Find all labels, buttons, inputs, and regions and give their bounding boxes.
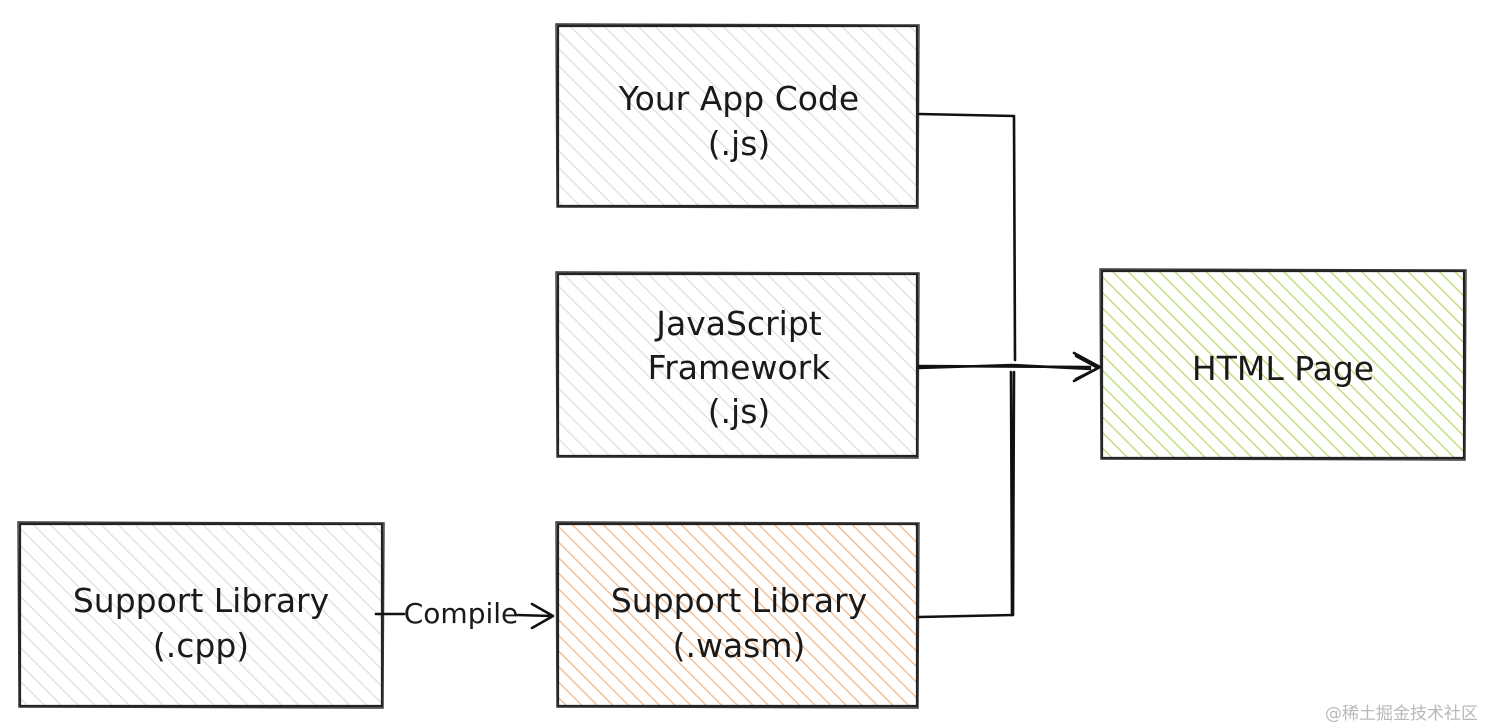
node-app-code-border	[556, 24, 919, 208]
watermark: @稀土掘金技术社区	[1325, 704, 1478, 724]
node-lib-wasm-sketch-border	[555, 521, 920, 709]
node-framework-line2: Framework	[648, 348, 832, 387]
node-html-page-sketch-border	[1099, 268, 1467, 461]
node-html-page-border	[1100, 269, 1466, 460]
node-framework-line1: JavaScript	[654, 304, 821, 343]
edge-compile-label: Compile	[404, 597, 519, 630]
node-lib-cpp-title: Support Library	[73, 581, 329, 620]
node-framework: JavaScript Framework (.js)	[555, 271, 920, 459]
node-app-code-fill	[558, 26, 917, 206]
node-app-code: Your App Code (.js)	[555, 23, 920, 209]
node-app-code-sketch-border	[555, 23, 920, 209]
node-lib-cpp-ext: (.cpp)	[153, 626, 249, 665]
node-lib-cpp-fill	[20, 524, 382, 706]
arrowhead-to-html	[1072, 351, 1102, 383]
node-lib-wasm: Support Library (.wasm)	[555, 521, 920, 709]
node-framework-fill	[558, 274, 917, 456]
node-lib-wasm-ext: (.wasm)	[673, 626, 806, 665]
node-framework-sketch-border	[555, 271, 920, 459]
node-lib-cpp: Support Library (.cpp)	[17, 521, 385, 709]
edge-compile: Compile	[374, 597, 555, 630]
node-framework-border	[556, 272, 919, 458]
node-lib-wasm-border	[556, 522, 919, 708]
node-app-code-ext: (.js)	[708, 124, 771, 163]
node-app-code-title: Your App Code	[618, 79, 859, 118]
node-lib-wasm-title: Support Library	[611, 581, 867, 620]
node-lib-wasm-fill	[558, 524, 917, 706]
node-html-page: HTML Page	[1099, 268, 1467, 461]
edge-app-code-to-html	[917, 112, 1017, 362]
node-lib-cpp-sketch-border	[17, 521, 385, 709]
node-html-page-title: HTML Page	[1192, 349, 1374, 388]
edge-wasm-to-html	[917, 370, 1016, 619]
node-framework-ext: (.js)	[708, 392, 771, 431]
edge-framework-to-html	[917, 363, 1092, 371]
node-html-page-fill	[1102, 271, 1464, 458]
